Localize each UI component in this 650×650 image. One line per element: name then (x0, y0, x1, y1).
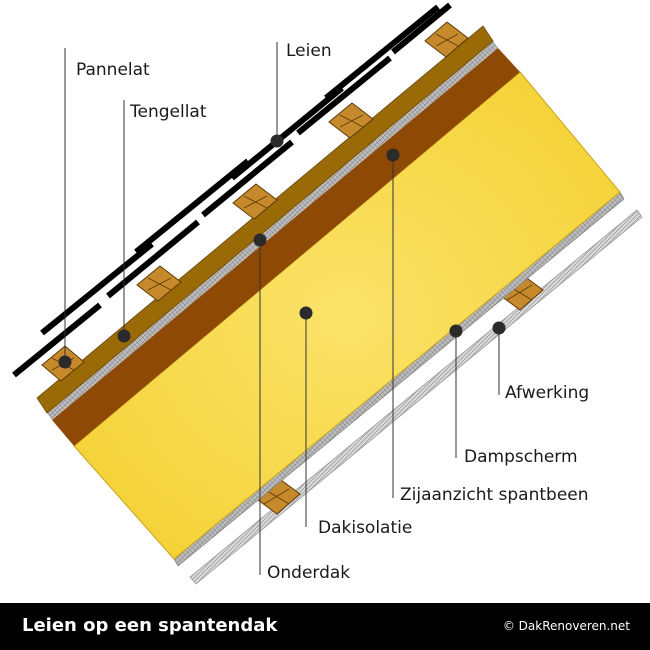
marker-dot (253, 233, 267, 247)
batten (328, 102, 374, 139)
footer-bar: Leien op een spantendak © DakRenoveren.n… (0, 603, 650, 650)
batten (136, 265, 182, 302)
marker-dots (58, 134, 506, 369)
finishing-layer (189, 209, 643, 585)
label-tengellat: Tengellat (129, 102, 207, 122)
footer-copyright: © DakRenoveren.net (502, 619, 630, 633)
batten (232, 183, 278, 220)
roof-cross-section-diagram: Pannelat Tengellat Leien Afwerking Damps… (12, 2, 643, 585)
membrane-stripe (47, 41, 498, 420)
underlay-layer (52, 48, 520, 446)
label-leien: Leien (286, 41, 332, 61)
marker-dot (386, 148, 400, 162)
counter-batten-layer (36, 25, 494, 414)
label-zijaanzicht-spantbeen: Zijaanzicht spantbeen (400, 485, 589, 505)
batten (424, 21, 469, 58)
marker-dot (58, 355, 72, 369)
label-pannelat: Pannelat (76, 60, 150, 80)
marker-dot (299, 306, 313, 320)
label-onderdak: Onderdak (267, 563, 350, 583)
footer-title: Leien op een spantendak (22, 615, 278, 636)
marker-dot (270, 134, 284, 148)
insulation-layer (73, 71, 621, 560)
slates (12, 2, 452, 378)
leader-lines (64, 42, 500, 575)
marker-dot (492, 321, 506, 335)
label-dakisolatie: Dakisolatie (318, 518, 412, 538)
marker-dot (449, 324, 463, 338)
label-dampscherm: Dampscherm (464, 447, 578, 467)
label-afwerking: Afwerking (505, 383, 589, 403)
marker-dot (117, 329, 131, 343)
